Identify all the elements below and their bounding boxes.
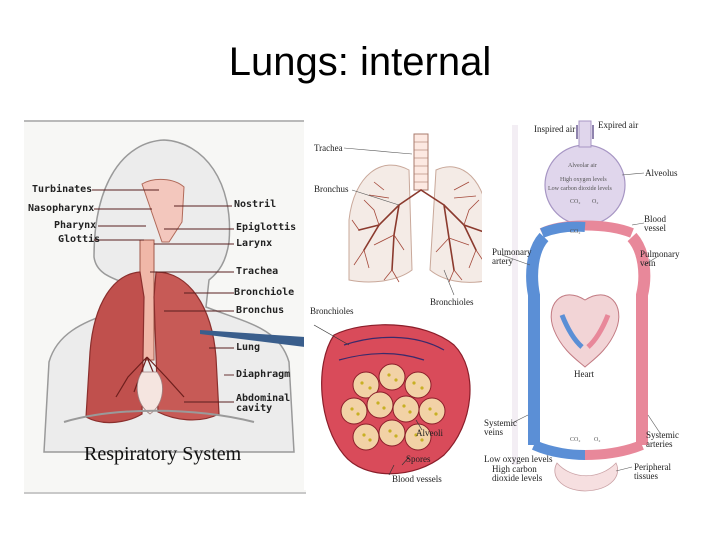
label-peripheral-tissues: Peripheral tissues (634, 462, 671, 481)
label-bronchiole: Bronchiole (234, 287, 295, 298)
label-low-oxygen: Low oxygen levels (484, 454, 553, 464)
label-systemic-veins: Systemic veins (484, 418, 517, 437)
label-co2-capillary: CO₂ (570, 229, 581, 235)
label-glottis: Glottis (58, 234, 101, 245)
label-alveoli: Alveoli (416, 428, 443, 438)
slide-title: Lungs: internal (228, 40, 492, 84)
respiratory-system-illustration (43, 139, 295, 453)
respiratory-system-caption: Respiratory System (84, 443, 242, 465)
label-high-co2: High carbon dioxide levels (492, 464, 543, 483)
label-expired-air: Expired air (598, 120, 639, 130)
respiratory-system-panel: Turbinates Nasopharynx Pharynx Glottis N… (24, 120, 306, 494)
pulmonary-circulation-illustration (501, 120, 661, 492)
label-diaphragm: Diaphragm (236, 369, 291, 380)
label-alveolus: Alveolus (645, 168, 678, 178)
label-larynx: Larynx (236, 238, 273, 249)
label-systemic-arteries: Systemic arteries (646, 430, 679, 449)
label-abdominal-cavity: Abdominal cavity (236, 393, 291, 414)
label-low-co2: Low carbon dioxide levels (548, 186, 612, 192)
label-epiglottis: Epiglottis (236, 222, 297, 233)
circulation-panel: Inspired air Expired air Alveolar air Hi… (482, 115, 688, 493)
label-inspired-air: Inspired air (534, 124, 576, 134)
label-o2-bottom: O₂ (594, 437, 601, 443)
label-bronchus-lungs: Bronchus (314, 184, 349, 194)
label-trachea-lungs: Trachea (314, 143, 343, 153)
label-pulmonary-vein: Pulmonary vein (640, 249, 680, 268)
label-pulmonary-artery: Pulmonary artery (492, 247, 532, 266)
label-o2-top: O₂ (592, 199, 599, 205)
bronchial-tree-illustration (343, 133, 491, 296)
label-co2-bottom: CO₂ (570, 437, 581, 443)
label-co2-top: CO₂ (570, 199, 581, 205)
label-spores: Spores (406, 454, 431, 464)
label-lung: Lung (236, 342, 261, 353)
label-high-oxygen: High oxygen levels (560, 177, 607, 183)
label-turbinates: Turbinates (32, 184, 93, 195)
label-alveolar-air: Alveolar air (568, 163, 597, 169)
lungs-panel: Trachea Bronchus Bronchioles (304, 120, 494, 310)
alveoli-panel: Bronchioles Alveoli Spores Blood vessels (304, 305, 504, 490)
label-trachea-system: Trachea (236, 266, 279, 277)
label-bronchioles-alveoli: Bronchioles (310, 306, 354, 316)
label-bronchus-system: Bronchus (236, 305, 285, 316)
label-pharynx: Pharynx (54, 220, 97, 231)
label-bronchioles-lungs: Bronchioles (430, 297, 474, 307)
label-heart: Heart (574, 369, 594, 379)
label-blood-vessels: Blood vessels (392, 474, 442, 484)
label-nasopharynx: Nasopharynx (28, 203, 95, 214)
label-nostril: Nostril (234, 199, 277, 210)
label-blood-vessel: Blood vessel (644, 214, 667, 233)
alveoli-cluster-illustration (313, 324, 471, 476)
